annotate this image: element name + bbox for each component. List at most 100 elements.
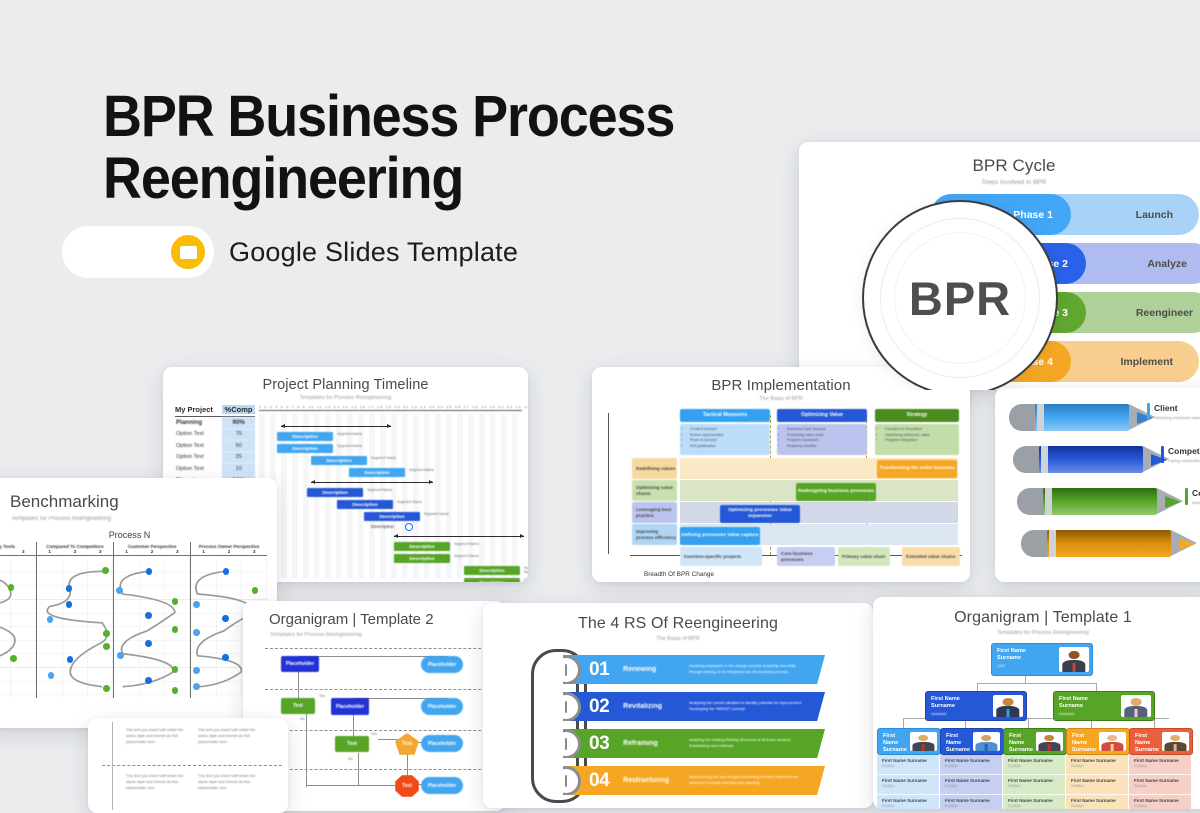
row-name: First Name Surname [1134, 798, 1191, 803]
flow-node[interactable]: Placeholder [331, 698, 369, 715]
timeline-subtitle: Templates for Process Reengineering [163, 395, 528, 401]
connector [306, 785, 408, 786]
scale-3: 3 [99, 549, 102, 554]
row-position: Position [1134, 784, 1191, 788]
row-name: First Name Surname [1134, 758, 1191, 763]
flow-node[interactable]: Placeholder [421, 698, 463, 715]
impl-footer-2: Core business processes [777, 547, 835, 566]
row-position: Position [1071, 764, 1128, 768]
flow-node[interactable]: Placeholder [421, 777, 463, 794]
org-first-name: First Name [1072, 733, 1096, 747]
impl-callout-3: Optimizing processes Value expansion [720, 505, 800, 523]
row-name: Option Text [175, 443, 222, 449]
x-axis-label: Breadth Of BPR Change [644, 571, 714, 578]
data-point [8, 584, 15, 591]
pencil-tip [1151, 454, 1167, 466]
gantt-segment-label: Segment Name [371, 456, 396, 460]
y-axis [600, 413, 610, 554]
row-value: 90% [222, 417, 255, 429]
impl-header-3: Strategy [875, 409, 959, 422]
row-position: Position [1008, 784, 1065, 788]
timeline-phase-arrow [281, 426, 391, 427]
card-4rs-reengineering[interactable]: The 4 RS Of Reengineering The Basis of B… [483, 603, 873, 808]
flow-node-decision[interactable]: Text [395, 733, 419, 755]
avatar [973, 732, 1000, 751]
avatar [993, 695, 1023, 717]
impl-bullets-3: Focused on innovationOptimizing enterpri… [875, 424, 959, 455]
org-surname: Surname [997, 655, 1056, 662]
pencil-desc: Delivering enhanced value [1154, 415, 1200, 420]
gantt-segment-label: Segment Name [454, 542, 479, 546]
org-node-ceo[interactable]: First Name Surname CEO [991, 643, 1093, 676]
card-bpr-implementation[interactable]: BPR Implementation The Basis of BPR BPR … [592, 367, 970, 582]
avatar [1121, 695, 1151, 717]
flow-node[interactable]: Text [335, 736, 369, 752]
card-organigram-template-1[interactable]: Organigram | Template 1 Templates for Pr… [873, 597, 1200, 809]
impl-goal-1: Redefining values [632, 458, 677, 479]
row-position: Position [1008, 764, 1065, 768]
flow-node[interactable]: Text [281, 698, 315, 714]
row-name: First Name Surname [945, 778, 1002, 783]
pencil-tip [1137, 412, 1153, 424]
flow-node[interactable]: Placeholder [421, 735, 463, 752]
row-value: 10 [222, 463, 255, 475]
org-first-name: First Name [946, 733, 970, 747]
row-name: First Name Surname [945, 758, 1002, 763]
placeholder-body: The text you insert will retain the same… [126, 773, 188, 790]
org-first-name: First Name [931, 696, 990, 703]
connector [903, 718, 904, 728]
gantt-milestone-label: Description [371, 524, 394, 529]
org-surname: Surname [931, 703, 990, 710]
data-point [223, 568, 230, 575]
org-node-assistant[interactable]: First Name Surname Assistant [925, 691, 1027, 721]
flow-node[interactable]: Placeholder [421, 656, 463, 673]
data-point [47, 616, 54, 623]
data-point [10, 655, 17, 662]
data-point [172, 598, 179, 605]
data-point [172, 666, 179, 673]
impl-header-1: Tactical Measures [680, 409, 770, 422]
row-position: Position [945, 804, 1002, 808]
flow-node[interactable]: Placeholder [281, 656, 319, 672]
card-benchmarking[interactable]: Benchmarking Templates for Process Reeng… [0, 478, 277, 728]
org-first-name: First Name [997, 648, 1056, 655]
flow-node-terminator[interactable]: Text [395, 775, 419, 797]
column-header: Company Tools [0, 542, 36, 549]
flow-edge-label: No [300, 717, 305, 721]
org-first-name: First Name [1009, 733, 1033, 747]
pencil-ferrule [1049, 530, 1056, 557]
org-node-assistant[interactable]: First Name Surname Assistant [1053, 691, 1155, 721]
page-title: BPR Business Process Reengineering [103, 86, 828, 210]
pencil-title: Company [1192, 488, 1200, 498]
flow-subtitle: Templates for Process Reengineering [270, 632, 362, 638]
card-placeholder-text[interactable]: Placeholder Placeholder The text you ins… [88, 718, 288, 813]
avatar [1162, 732, 1189, 751]
rs-item[interactable]: 01 Renewing Involving employees in the c… [563, 655, 825, 684]
gantt-segment-label: Segment Name [454, 554, 479, 558]
rs-item[interactable]: 04 Restructuring Implementing the new de… [563, 766, 825, 795]
rs-item[interactable]: 02 Revitalizing Analyzing the current si… [563, 692, 825, 721]
gantt-bar: Description [277, 432, 333, 441]
card-pencils[interactable]: Client Delivering enhanced value Competi… [995, 388, 1200, 582]
pencil-ferrule [1037, 404, 1044, 431]
card-bpr-cycle[interactable]: BPR Cycle Steps Involved in BPR Launch P… [799, 142, 1200, 390]
rs-item[interactable]: 03 Reframing Adapting the existing think… [563, 729, 825, 758]
org-surname: Surname [1072, 747, 1096, 754]
impl-footer-1: Function-specific projects [680, 547, 762, 566]
rs-name: Renewing [623, 666, 689, 673]
subtitle-row: Google Slides Template [62, 226, 518, 278]
scale-3: 3 [176, 549, 179, 554]
